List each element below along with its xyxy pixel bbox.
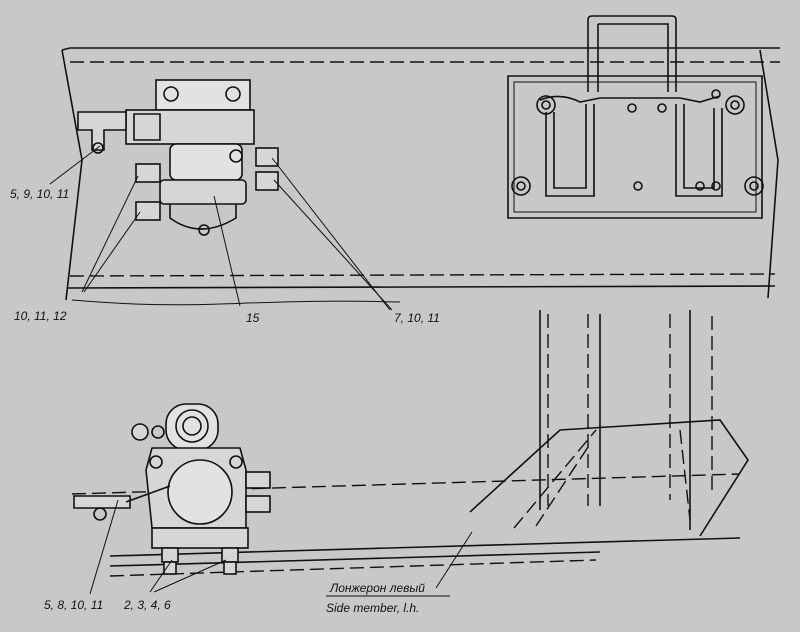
frame-rail-top-view — [61, 47, 780, 306]
side-member-label-en: Side member, l.h. — [326, 601, 419, 615]
callout-5-9-10-11: 5, 9, 10, 11 — [10, 187, 69, 201]
callout-7-10-11: 7, 10, 11 — [394, 311, 440, 325]
callout-10-11-12: 10, 11, 12 — [14, 309, 67, 323]
valve-assembly-top-view — [77, 79, 279, 236]
callout-2-3-4-6: 2, 3, 4, 6 — [123, 598, 171, 612]
side-member-label-ru: Лонжерон левый — [329, 581, 425, 595]
leader-lines-bottom — [89, 499, 473, 597]
valve-assembly-side-view — [73, 403, 271, 575]
bracket-top-view — [507, 15, 764, 219]
callout-5-8-10-11: 5, 8, 10, 11 — [44, 598, 103, 612]
callout-15: 15 — [246, 311, 260, 325]
leader-lines-top — [49, 145, 393, 311]
